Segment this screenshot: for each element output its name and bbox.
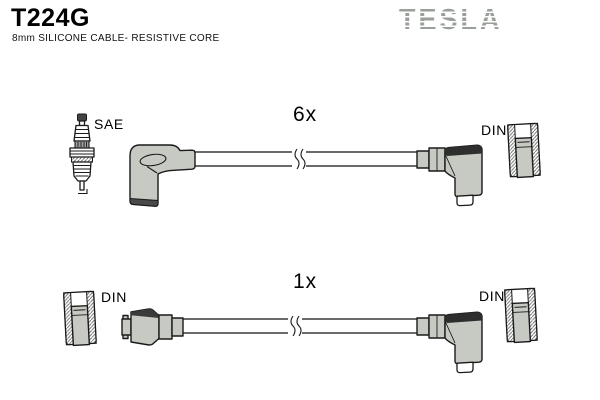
page-title: T224G xyxy=(11,4,90,32)
angled-boot-icon xyxy=(129,144,196,207)
sae-label: SAE xyxy=(94,116,124,132)
cable-break-icon xyxy=(287,315,303,341)
angled-boot-icon xyxy=(416,311,483,374)
angled-boot-icon xyxy=(416,144,483,207)
quantity-label-bottom: 1x xyxy=(293,270,318,293)
din-label-bottom-right: DIN xyxy=(479,288,505,304)
din-terminal-icon xyxy=(503,287,539,344)
spark-plug-icon xyxy=(69,113,95,195)
cable-break-icon xyxy=(291,148,307,174)
din-label-bottom-left: DIN xyxy=(101,289,127,305)
cable-wire xyxy=(193,151,421,167)
straight-plug-icon xyxy=(121,308,184,346)
din-terminal-icon xyxy=(506,122,542,179)
quantity-label-top: 6x xyxy=(293,103,318,126)
din-terminal-icon xyxy=(62,290,98,347)
bottom-cable-row xyxy=(62,287,539,374)
product-subtitle: 8mm SILICONE CABLE- RESISTIVE CORE xyxy=(12,33,220,44)
top-cable-row xyxy=(69,113,542,207)
din-label-top-right: DIN xyxy=(481,122,507,138)
